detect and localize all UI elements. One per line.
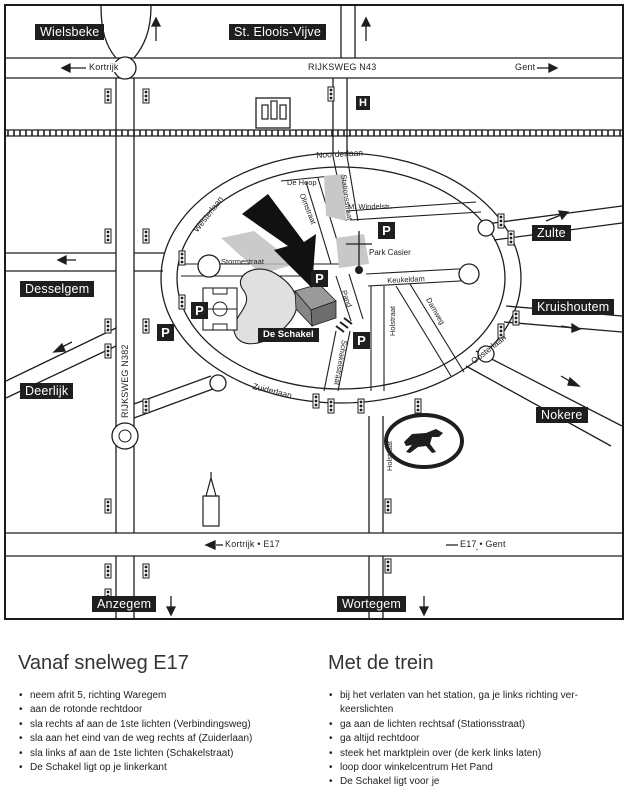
direction-step: ga altijd rechtdoor (328, 732, 620, 747)
street-holstraat: Holstraat (388, 305, 397, 336)
e17-east-label: E17 • Gent (458, 539, 508, 549)
traffic-light-icon (507, 230, 515, 246)
parking-icon: P (311, 270, 328, 287)
n43-east-label: Gent (513, 62, 538, 72)
direction-step: ga aan de lichten rechtsaf (Stationsstra… (328, 718, 620, 733)
traffic-light-icon (142, 318, 150, 334)
street-m-windelstr: M. Windelstr. (348, 202, 392, 211)
town-label-deerlijk: Deerlijk (20, 383, 74, 399)
destination-label: De Schakel (258, 328, 319, 342)
traffic-light-icon (104, 228, 112, 244)
direction-step: De Schakel ligt voor je (328, 775, 620, 790)
n382-road-name: RIJKSWEG N382 (120, 344, 130, 418)
directions-train: Met de trein bij het verlaten van het st… (328, 652, 620, 790)
map: Wielsbeke St. Eloois-Vijve Zulte Desselg… (4, 4, 624, 620)
street-holstraat-south: Holstraat (385, 440, 394, 471)
directions-car-title: Vanaf snelweg E17 (18, 652, 189, 674)
directions-car: Vanaf snelweg E17 neem afrit 5, richting… (18, 652, 308, 776)
town-label-nokere: Nokere (536, 407, 588, 423)
parking-icon: P (378, 222, 395, 239)
traffic-light-icon (178, 250, 186, 266)
e17-west-label: Kortrijk • E17 (223, 539, 282, 549)
direction-step: steek het marktplein over (de kerk links… (328, 747, 620, 762)
traffic-light-icon (142, 398, 150, 414)
street-de-hoop: De Hoop (287, 178, 317, 187)
traffic-light-icon (357, 398, 365, 414)
road-map-graphic (6, 6, 622, 618)
traffic-light-icon (497, 213, 505, 229)
parking-icon: P (353, 332, 370, 349)
town-label-desselgem: Desselgem (20, 281, 95, 297)
traffic-light-icon (104, 343, 112, 359)
traffic-light-icon (327, 398, 335, 414)
traffic-light-icon (142, 563, 150, 579)
directions-train-title: Met de trein (328, 652, 434, 674)
traffic-light-icon (414, 398, 422, 414)
traffic-light-icon (104, 563, 112, 579)
direction-step: sla rechts af aan de 1ste lichten (Verbi… (18, 718, 308, 733)
traffic-light-icon (312, 393, 320, 409)
n43-west-label: Kortrijk (87, 62, 121, 72)
direction-step: sla aan het eind van de weg rechts af (Z… (18, 732, 308, 747)
direction-step: bij het verlaten van het station, ga je … (328, 689, 620, 718)
town-label-zulte: Zulte (532, 225, 571, 241)
directions-car-list: neem afrit 5, richting Waregemaan de rot… (18, 689, 308, 776)
traffic-light-icon (104, 318, 112, 334)
park-casier-label: Park Casier (369, 248, 411, 257)
street-stormestraat: Stormestraat (221, 257, 264, 266)
parking-icon: P (191, 302, 208, 319)
traffic-light-icon (104, 88, 112, 104)
town-label-wortegem: Wortegem (337, 596, 407, 612)
traffic-light-icon (512, 310, 520, 326)
town-label-kruishoutem: Kruishoutem (532, 299, 615, 315)
traffic-light-icon (142, 88, 150, 104)
traffic-light-icon (327, 86, 335, 102)
direction-step: sla links af aan de 1ste lichten (Schake… (18, 747, 308, 762)
traffic-light-icon (384, 558, 392, 574)
traffic-light-icon (178, 294, 186, 310)
direction-step: neem afrit 5, richting Waregem (18, 689, 308, 704)
n43-road-name: RIJKSWEG N43 (306, 62, 379, 72)
direction-step: loop door winkelcentrum Het Pand (328, 761, 620, 776)
direction-step: De Schakel ligt op je linkerkant (18, 761, 308, 776)
traffic-light-icon (142, 228, 150, 244)
town-label-anzegem: Anzegem (92, 596, 157, 612)
traffic-light-icon (104, 498, 112, 514)
parking-icon: P (157, 324, 174, 341)
direction-step: aan de rotonde rechtdoor (18, 703, 308, 718)
hospital-icon: H (356, 96, 370, 110)
directions-train-list: bij het verlaten van het station, ga je … (328, 689, 620, 790)
town-label-st-eloois-vijve: St. Eloois-Vijve (229, 24, 327, 40)
town-label-wielsbeke: Wielsbeke (35, 24, 105, 40)
traffic-light-icon (384, 498, 392, 514)
